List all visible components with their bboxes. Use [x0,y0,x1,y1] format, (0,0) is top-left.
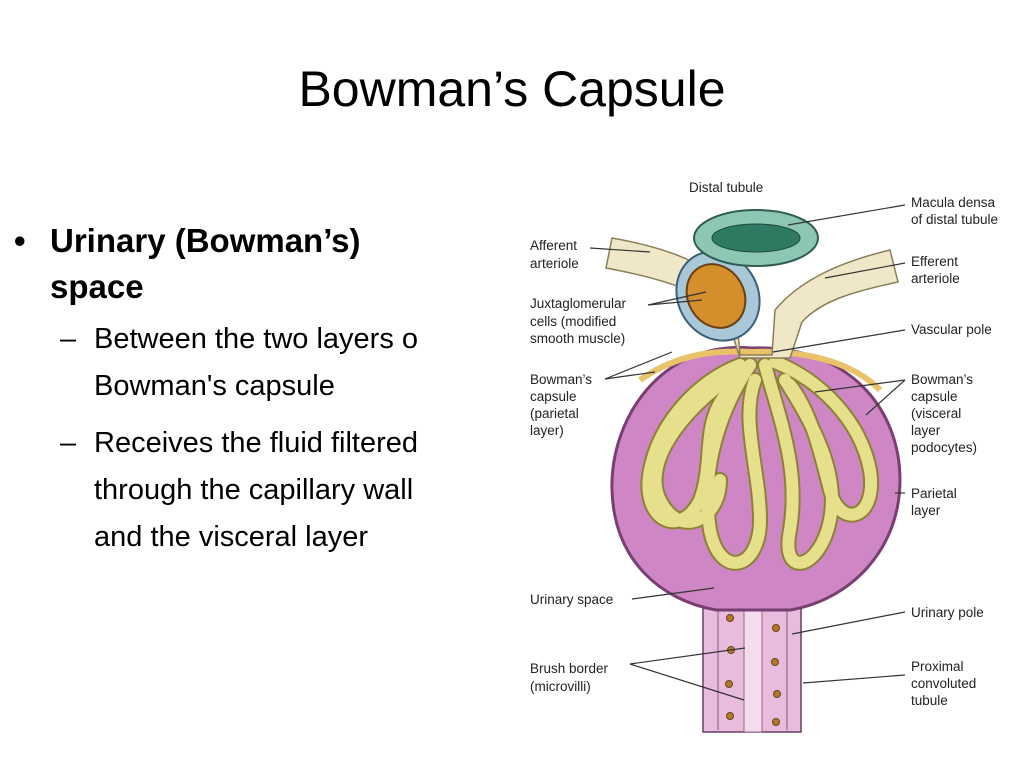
label-bowmans-parietal: (parietal [530,406,579,421]
dash-icon: – [60,323,77,355]
label-brush-border: (microvilli) [530,679,591,694]
arterioles-illustration [605,209,899,359]
label-juxtaglomerular: smooth muscle) [530,331,625,346]
proximal-tubule-illustration [702,589,802,733]
label-bowmans-visceral: Bowman’s [911,372,973,387]
label-macula-densa: Macula densa [911,195,996,210]
label-bowmans-parietal: capsule [530,389,577,404]
label-efferent-arteriole: arteriole [911,271,960,286]
label-brush-border: Brush border [530,661,609,676]
label-distal-tubule: Distal tubule [689,180,763,195]
diagram-labels: Distal tubule Afferent arteriole Juxtagl… [530,180,998,708]
bullet-item: • Urinary (Bowman’s) space [14,218,504,310]
sub-bullet-line: through the capillary wall [94,474,414,506]
bullet-dot-icon: • [14,222,26,259]
label-parietal-layer: layer [911,503,941,518]
label-efferent-arteriole: Efferent [911,254,958,269]
label-bowmans-visceral: podocytes) [911,440,977,455]
sub-bullet-line: Between the two layers o [94,323,419,355]
label-afferent-arteriole: arteriole [530,256,579,271]
label-bowmans-visceral: capsule [911,389,958,404]
sub-bullet-line: and the visceral layer [94,521,369,553]
dash-icon: – [60,427,77,459]
bullet-list: • Urinary (Bowman’s) space – Between the… [14,218,504,561]
label-proximal-tubule: convoluted [911,676,976,691]
label-macula-densa: of distal tubule [911,212,998,227]
bullet-line: space [50,268,144,305]
sub-bullet-line: Receives the fluid filtered [94,427,418,459]
label-bowmans-visceral: (visceral [911,406,961,421]
label-juxtaglomerular: Juxtaglomerular [530,296,627,311]
bullet-line: Urinary (Bowman’s) [50,222,361,259]
label-parietal-layer: Parietal [911,486,957,501]
label-proximal-tubule: tubule [911,693,948,708]
leader-lines [589,204,906,701]
label-proximal-tubule: Proximal [911,659,964,674]
slide-title: Bowman’s Capsule [298,61,726,117]
label-urinary-pole: Urinary pole [911,605,984,620]
sub-bullet-item: – Between the two layers o Bowman's caps… [14,316,504,410]
label-vascular-pole: Vascular pole [911,322,992,337]
label-bowmans-parietal: layer) [530,423,564,438]
label-bowmans-parietal: Bowman’s [530,372,592,387]
glomerulus-illustration [640,354,880,571]
label-juxtaglomerular: cells (modified [530,314,616,329]
sub-bullet-line: Bowman's capsule [94,370,335,402]
label-bowmans-visceral: layer [911,423,941,438]
label-urinary-space: Urinary space [530,592,613,607]
sub-bullet-item: – Receives the fluid filtered through th… [14,420,504,561]
label-afferent-arteriole: Afferent [530,238,577,253]
